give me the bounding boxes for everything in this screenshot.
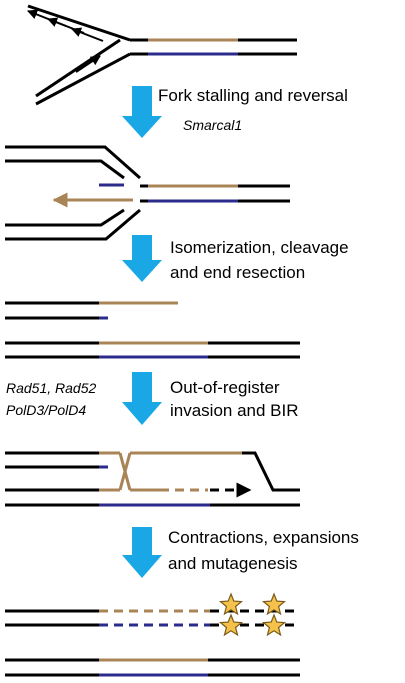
step-2-label-line-1: Isomerization, cleavage: [170, 238, 349, 257]
panel-outcomes: [5, 609, 300, 677]
star-icon: [218, 592, 244, 616]
displaced-strand: [242, 451, 300, 492]
panel-bir: [5, 451, 300, 507]
down-arrow-icon: [122, 86, 162, 138]
step-4-label-line-1: Contractions, expansions: [168, 528, 359, 547]
step-1-factor: Smarcal1: [183, 117, 242, 133]
reversed-arm-outer-top: [5, 145, 141, 180]
leading-arm-template: [35, 52, 131, 106]
reversed-arm-outer-bottom: [5, 208, 125, 227]
step-3-label-line-1: Out-of-register: [170, 378, 280, 397]
step-3-factor-line-1: Rad51, Rad52: [6, 380, 97, 396]
step-3-label-line-2: invasion and BIR: [170, 401, 299, 420]
mutation-stars: [218, 592, 287, 637]
strand-crossing: [118, 452, 132, 491]
reversed-arm-inner-top: [5, 159, 125, 180]
okazaki-fragment-arrow: [71, 27, 104, 42]
lagging-arm-template: [27, 4, 131, 42]
panel-resected-ends: [5, 301, 300, 359]
leading-strand-arrow: [75, 55, 101, 73]
panel-stalled-fork: [27, 4, 297, 106]
down-arrow-icon: [122, 527, 162, 578]
leading-nascent-strand: [35, 38, 121, 98]
down-arrow-icon: [122, 372, 162, 425]
star-icon: [218, 613, 244, 637]
step-3-factor-line-2: PolD3/PolD4: [6, 402, 86, 418]
star-icon: [261, 613, 287, 637]
panel-reversed-fork: [5, 145, 290, 241]
step-4-label-line-2: and mutagenesis: [168, 554, 297, 573]
reversed-arm-inner-bottom: [5, 208, 141, 241]
star-icon: [261, 592, 287, 616]
down-arrow-icon: [122, 235, 162, 282]
step-1-label: Fork stalling and reversal: [158, 86, 348, 105]
step-2-label-line-2: and end resection: [170, 263, 305, 282]
